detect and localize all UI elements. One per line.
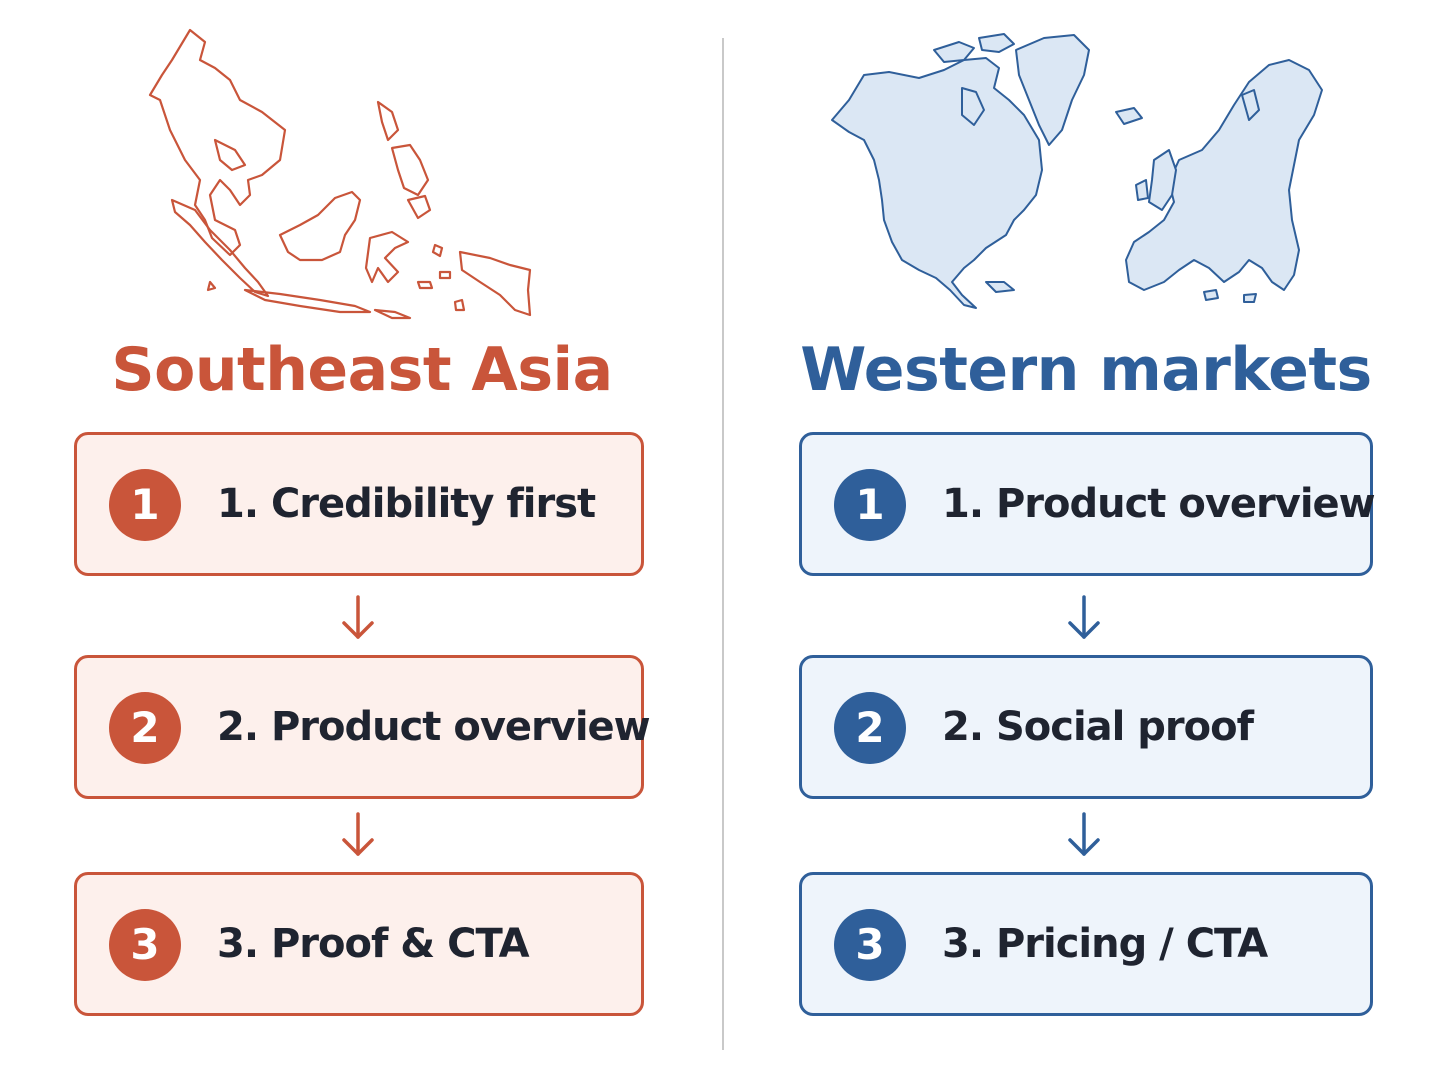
western-markets-map-icon [724,20,1448,330]
southeast-asia-column: Southeast Asia 1 1. Credibility first 2 … [0,20,724,1016]
arrow-down-icon [338,593,378,643]
step-number-badge: 2 [109,692,181,764]
western-markets-column: Western markets 1 1. Product overview 2 … [724,0,1448,1086]
step-number-badge: 1 [834,469,906,541]
step-number-badge: 3 [109,909,181,981]
arrow-down-icon [338,810,378,860]
step-box: 3 3. Pricing / CTA [799,872,1373,1016]
region-title-western-markets: Western markets [800,335,1372,405]
step-label: 1. Product overview [942,481,1376,527]
step-number-badge: 3 [834,909,906,981]
column-divider [722,38,724,1050]
step-label: 2. Social proof [942,704,1254,750]
step-label: 2. Product overview [217,704,651,750]
step-box: 1 1. Credibility first [74,432,644,576]
step-number-badge: 2 [834,692,906,764]
step-label: 3. Pricing / CTA [942,921,1268,967]
step-number-badge: 1 [109,469,181,541]
arrow-down-icon [1064,593,1104,643]
step-box: 2 2. Product overview [74,655,651,799]
step-label: 3. Proof & CTA [217,921,530,967]
step-box: 1 1. Product overview [799,432,1376,576]
step-label: 1. Credibility first [217,481,596,527]
arrow-down-icon [1064,810,1104,860]
step-box: 2 2. Social proof [799,655,1373,799]
southeast-asia-map-icon [0,20,724,330]
region-title-southeast-asia: Southeast Asia [111,335,613,405]
step-box: 3 3. Proof & CTA [74,872,644,1016]
